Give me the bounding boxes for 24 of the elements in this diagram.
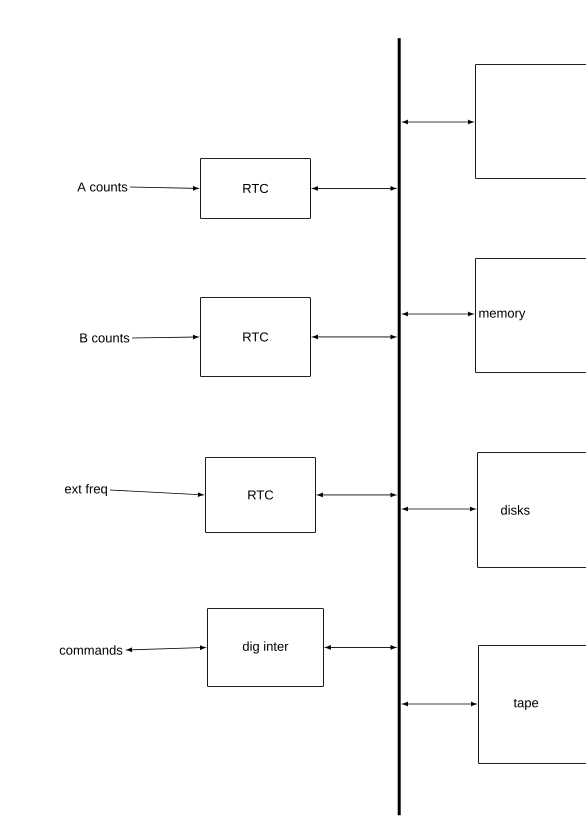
arrow bbox=[312, 334, 396, 340]
block-box: tape bbox=[478, 645, 586, 764]
arrow bbox=[126, 645, 206, 652]
arrow bbox=[317, 492, 396, 498]
arrow bbox=[110, 490, 204, 497]
block-box: RTC bbox=[200, 158, 311, 219]
arrow bbox=[402, 702, 477, 706]
arrow bbox=[132, 334, 199, 340]
input-label: commands bbox=[60, 645, 122, 655]
input-label: A counts bbox=[77, 182, 128, 192]
block-box: RTC bbox=[205, 457, 316, 533]
block-box: RTC bbox=[200, 297, 311, 377]
arrow bbox=[402, 506, 476, 512]
block-box bbox=[475, 64, 586, 179]
input-label: ext freq bbox=[65, 484, 107, 496]
arrow bbox=[312, 186, 396, 191]
arrow bbox=[325, 645, 396, 650]
block-box: memory bbox=[475, 258, 586, 373]
arrow bbox=[130, 186, 199, 191]
block-box: disks bbox=[477, 452, 586, 568]
arrow bbox=[402, 120, 474, 124]
input-label: B counts bbox=[80, 333, 130, 343]
arrow bbox=[402, 312, 474, 316]
block-box: dig inter bbox=[207, 608, 324, 687]
